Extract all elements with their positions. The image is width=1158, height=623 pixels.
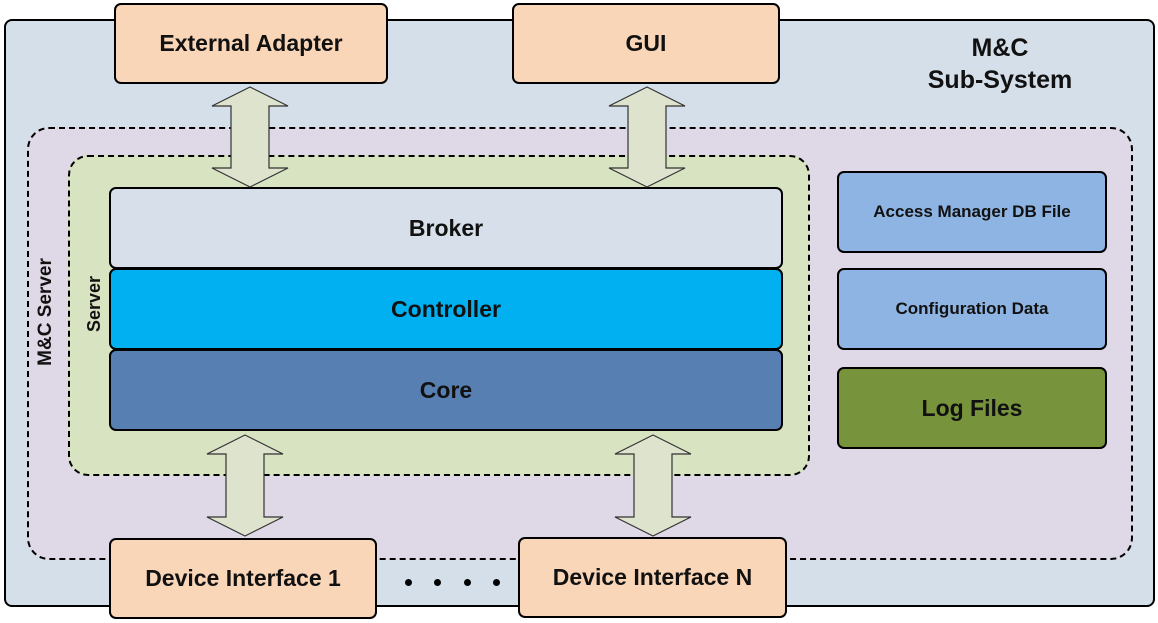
- arrow-core-device-interface-1: [206, 434, 284, 537]
- device-interface-n-box: Device Interface N: [518, 537, 787, 618]
- external-adapter-label: External Adapter: [159, 30, 343, 56]
- ellipsis-dots: [405, 572, 500, 592]
- log-files-label: Log Files: [921, 394, 1023, 421]
- arrow-core-device-interface-n: [614, 434, 692, 537]
- arrow-gui-broker: [608, 86, 686, 188]
- gui-label: GUI: [625, 30, 667, 56]
- access-manager-db-box: Access Manager DB File: [837, 171, 1107, 253]
- subsystem-title-line2: Sub-System: [927, 66, 1073, 94]
- subsystem-title: M&C Sub-System: [900, 32, 1100, 96]
- gui-box: GUI: [512, 3, 780, 84]
- configuration-data-label: Configuration Data: [895, 299, 1049, 318]
- ellipsis-dot: [463, 578, 471, 586]
- arrow-external-adapter-broker: [211, 86, 289, 188]
- ellipsis-dot: [405, 578, 412, 586]
- device-interface-1-box: Device Interface 1: [109, 538, 377, 619]
- device-interface-1-label: Device Interface 1: [145, 565, 341, 591]
- subsystem-title-line1: M&C: [971, 34, 1029, 62]
- broker-label: Broker: [408, 214, 484, 241]
- configuration-data-box: Configuration Data: [837, 268, 1107, 350]
- external-adapter-box: External Adapter: [114, 3, 388, 84]
- core-layer: Core: [109, 349, 783, 431]
- core-label: Core: [419, 376, 473, 403]
- ellipsis-dot: [434, 578, 442, 586]
- access-manager-db-label: Access Manager DB File: [873, 202, 1071, 221]
- log-files-box: Log Files: [837, 367, 1107, 449]
- device-interface-n-label: Device Interface N: [552, 564, 753, 590]
- broker-layer: Broker: [109, 187, 783, 269]
- ellipsis-dot: [492, 578, 500, 586]
- controller-label: Controller: [391, 295, 501, 322]
